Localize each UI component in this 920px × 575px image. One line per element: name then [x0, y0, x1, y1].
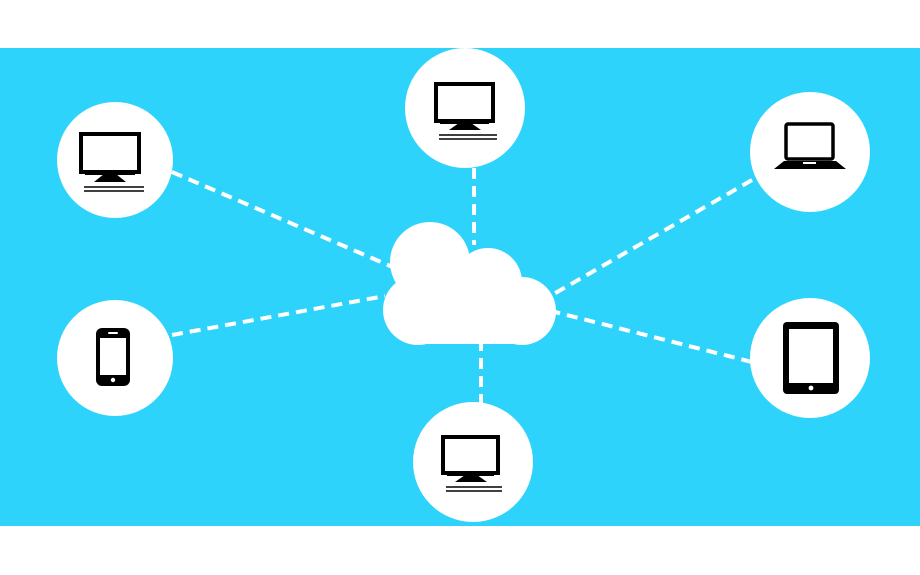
tablet-icon	[783, 322, 839, 394]
cloud-icon	[383, 222, 556, 345]
connector-top-right	[551, 178, 753, 297]
node-top-center	[405, 48, 525, 168]
node-bottom-center	[413, 402, 533, 522]
laptop-icon	[774, 122, 846, 169]
connectors	[171, 168, 753, 408]
node-top-right	[750, 92, 870, 212]
connector-top-left	[171, 170, 396, 270]
connector-bottom-right	[554, 310, 753, 364]
connector-bottom-left	[171, 294, 386, 337]
desktop-monitor-icon	[441, 435, 502, 492]
desktop-monitor-icon	[434, 82, 497, 140]
device-nodes	[57, 48, 870, 522]
desktop-monitor-icon	[79, 132, 144, 192]
smartphone-icon	[96, 328, 130, 386]
node-top-left	[57, 102, 173, 218]
